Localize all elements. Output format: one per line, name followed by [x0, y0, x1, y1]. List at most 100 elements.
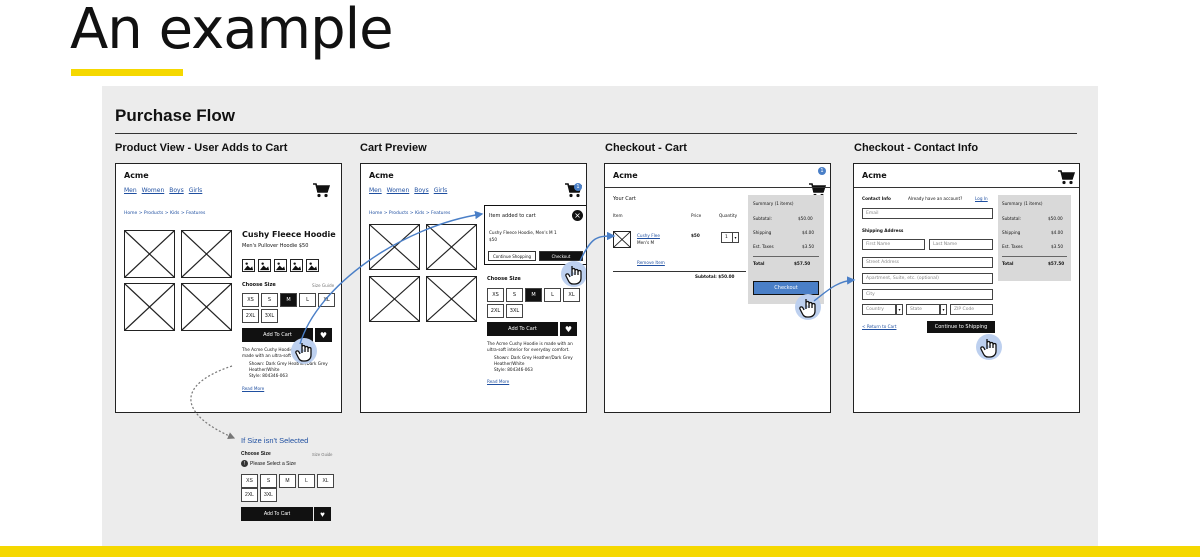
step-title-contact-info: Checkout - Contact Info	[854, 142, 979, 154]
slide-title: An example	[70, 0, 394, 62]
dropdown-arrow-icon[interactable]: ▾	[732, 232, 739, 243]
remove-item-link[interactable]: Remove Item	[637, 260, 665, 265]
state-select[interactable]: State	[906, 304, 940, 315]
size-option[interactable]: L	[298, 474, 315, 488]
size-option[interactable]: M	[279, 474, 296, 488]
step-title-product-view: Product View - User Adds to Cart	[115, 142, 288, 154]
cart-icon[interactable]	[1057, 169, 1076, 185]
size-option[interactable]: 3XL	[506, 304, 523, 318]
add-to-cart-button[interactable]: Add To Cart	[242, 328, 313, 342]
zip-code-field[interactable]: ZIP Code	[950, 304, 993, 315]
close-icon[interactable]: ×	[572, 210, 583, 221]
size-option[interactable]: S	[506, 288, 523, 302]
dropdown-arrow-icon[interactable]: ▾	[940, 304, 947, 315]
continue-shopping-button[interactable]: Continue Shopping	[488, 251, 536, 261]
summary-label: Subtotal:	[753, 216, 772, 221]
breadcrumb[interactable]: Home > Products > Kids > Features	[369, 211, 451, 216]
size-option[interactable]: L	[544, 288, 561, 302]
log-in-link[interactable]: Log In	[975, 196, 988, 201]
nav-boys[interactable]: Boys	[169, 187, 184, 194]
last-name-field[interactable]: Last Name	[929, 239, 993, 250]
size-option[interactable]: 2XL	[242, 309, 259, 323]
size-option[interactable]: XS	[242, 293, 259, 307]
nav-men[interactable]: Men	[124, 187, 137, 194]
first-name-field[interactable]: First Name	[862, 239, 925, 250]
size-option[interactable]: 2XL	[241, 488, 258, 502]
size-option[interactable]: XS	[487, 288, 504, 302]
size-guide-link[interactable]: Size Guide	[312, 452, 333, 457]
step-title-cart-preview: Cart Preview	[360, 142, 427, 154]
thumbnail-row	[242, 259, 322, 272]
continue-to-shipping-button[interactable]: Continue to Shipping	[927, 321, 995, 333]
summary-label: Subtotal:	[1002, 216, 1021, 221]
read-more-link[interactable]: Read More	[487, 379, 510, 384]
main-nav: Men Women Boys Girls	[124, 187, 207, 194]
order-summary: Summary (1 items) Subtotal: $50.00 Shipp…	[998, 195, 1071, 281]
cart-icon[interactable]	[312, 182, 331, 198]
image-thumbnail-icon[interactable]	[290, 259, 303, 272]
heart-icon[interactable]: ♥	[315, 328, 332, 342]
nav-women[interactable]: Women	[386, 187, 410, 194]
summary-label: Shipping	[753, 230, 772, 235]
breadcrumb[interactable]: Home > Products > Kids > Features	[124, 211, 206, 216]
column-price: Price	[691, 213, 702, 218]
size-options: 2XL 3XL	[487, 304, 525, 318]
street-address-field[interactable]: Street Address	[862, 257, 993, 268]
step-title-checkout-cart: Checkout - Cart	[605, 142, 687, 154]
nav-women[interactable]: Women	[141, 187, 165, 194]
divider	[1002, 256, 1067, 257]
choose-size-label: Choose Size	[487, 276, 521, 282]
divider	[753, 256, 819, 257]
size-option[interactable]: S	[260, 474, 277, 488]
size-options: XS S M L XL	[242, 293, 337, 307]
product-image-placeholder	[124, 230, 175, 278]
size-error-title: If Size isn't Selected	[241, 436, 309, 445]
brand-logo: Acme	[613, 171, 638, 180]
pointer-hand-icon	[976, 334, 1002, 360]
nav-boys[interactable]: Boys	[414, 187, 429, 194]
choose-size-label: Choose Size	[242, 282, 276, 288]
title-underline	[71, 69, 183, 76]
read-more-link[interactable]: Read More	[242, 386, 265, 391]
cart-item-name[interactable]: Cushy Flee	[637, 233, 660, 238]
column-quantity: Quantity	[719, 213, 738, 218]
size-option[interactable]: XS	[241, 474, 258, 488]
size-guide-link[interactable]: Size Guide	[312, 283, 335, 288]
image-thumbnail-icon[interactable]	[274, 259, 287, 272]
size-option[interactable]: XL	[563, 288, 580, 302]
size-option[interactable]: 3XL	[261, 309, 278, 323]
apartment-field[interactable]: Apartment, Suite, etc. (optional)	[862, 273, 993, 284]
popup-price: $50	[489, 237, 497, 242]
nav-men[interactable]: Men	[369, 187, 382, 194]
image-thumbnail-icon[interactable]	[306, 259, 319, 272]
brand-logo: Acme	[369, 171, 394, 180]
country-select[interactable]: Country	[862, 304, 896, 315]
size-option[interactable]: 2XL	[487, 304, 504, 318]
size-option[interactable]: 3XL	[260, 488, 277, 502]
dropdown-arrow-icon[interactable]: ▾	[896, 304, 903, 315]
size-option[interactable]: S	[261, 293, 278, 307]
image-thumbnail-icon[interactable]	[242, 259, 255, 272]
cart-item-price: $50	[691, 233, 700, 238]
cart-count-badge: 1	[818, 167, 826, 175]
size-option[interactable]: XL	[318, 293, 335, 307]
nav-girls[interactable]: Girls	[433, 187, 448, 194]
checkout-button[interactable]: Checkout	[539, 251, 583, 261]
email-field[interactable]: Email	[862, 208, 993, 219]
city-field[interactable]: City	[862, 289, 993, 300]
checkout-button[interactable]: Checkout	[753, 281, 819, 295]
add-to-cart-button[interactable]: Add To Cart	[241, 507, 313, 521]
size-option[interactable]: L	[299, 293, 316, 307]
heart-icon[interactable]: ♥	[560, 322, 577, 336]
add-to-cart-button[interactable]: Add To Cart	[487, 322, 558, 336]
image-thumbnail-icon[interactable]	[258, 259, 271, 272]
size-option[interactable]: XL	[317, 474, 334, 488]
size-option-selected[interactable]: M	[525, 288, 542, 302]
nav-girls[interactable]: Girls	[188, 187, 203, 194]
popup-title: Item added to cart	[489, 213, 536, 219]
return-to-cart-link[interactable]: < Return to Cart	[862, 324, 897, 329]
your-cart-heading: Your Cart	[613, 196, 636, 202]
size-option-selected[interactable]: M	[280, 293, 297, 307]
heart-icon[interactable]: ♥	[314, 507, 331, 521]
